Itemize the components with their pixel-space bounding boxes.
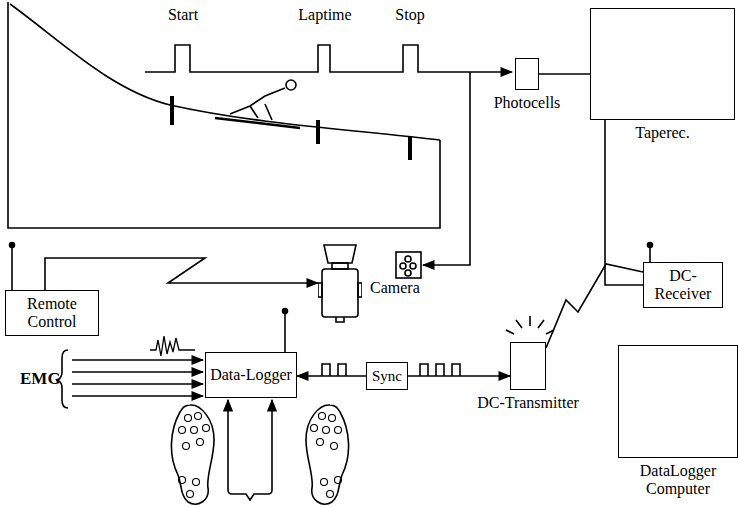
- signal-name: Start: [168, 6, 198, 24]
- sync-box: Sync: [366, 362, 408, 390]
- remote-control-box: Remote Control: [5, 290, 99, 336]
- connector: [546, 264, 643, 348]
- connector: [45, 258, 318, 290]
- receiver-box: DC-Receiver: [643, 262, 723, 308]
- connector: [539, 73, 590, 75]
- camera-symbol: [318, 243, 362, 323]
- photocell-box: Photocells: [515, 58, 539, 90]
- transmitter: DC-Transmitter: [510, 342, 546, 390]
- signal-name: Laptime: [298, 6, 351, 24]
- data-logger-box: Data-Logger: [205, 352, 297, 398]
- camera: Camera: [318, 243, 362, 323]
- node-label: Data-Logger: [206, 364, 296, 386]
- datalogger-computer: DataLogger Computer: [618, 345, 738, 458]
- node-label: Remote Control: [6, 293, 98, 332]
- node-label: DC-Transmitter: [463, 394, 593, 412]
- signal-name: Stop: [395, 6, 424, 24]
- connector: [605, 120, 643, 285]
- node-label: Sync: [368, 366, 406, 387]
- node-label: DC-Receiver: [644, 265, 722, 304]
- connector: [297, 375, 366, 377]
- node-label: DataLogger Computer: [623, 462, 733, 497]
- signal-group-label: EMG: [20, 370, 61, 389]
- node-label: Taperec.: [618, 124, 708, 142]
- node-label: Photocells: [477, 94, 577, 112]
- node-label: Camera: [370, 279, 420, 297]
- tape-recorder: Taperec.: [590, 8, 735, 120]
- connector: [408, 375, 510, 377]
